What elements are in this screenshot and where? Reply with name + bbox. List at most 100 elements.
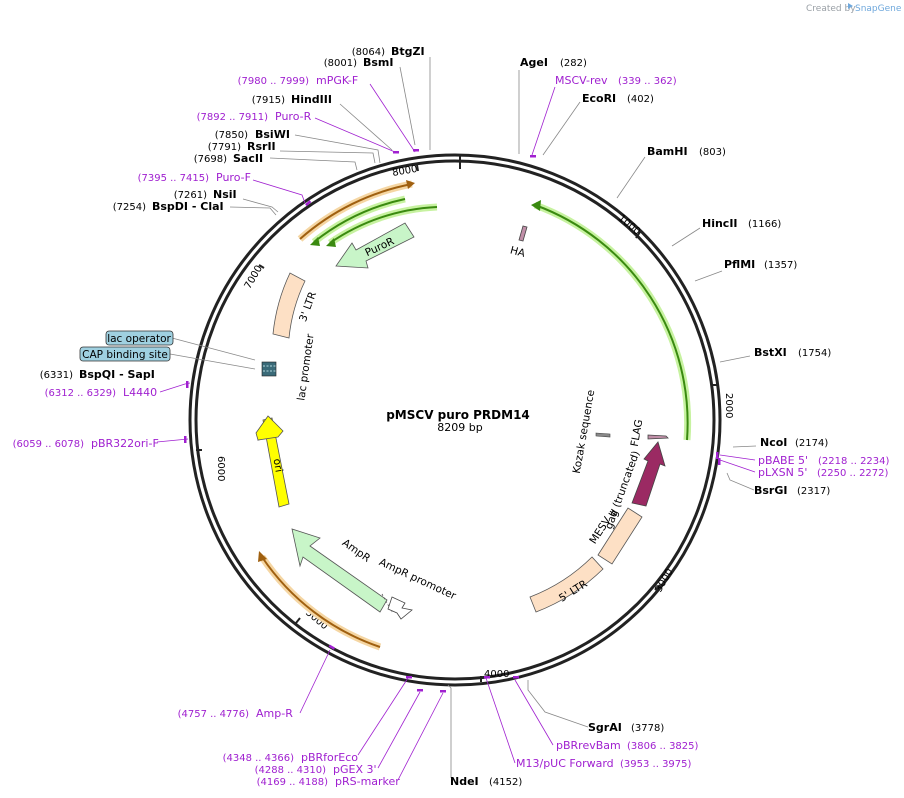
primer-name-m13-puc-forward: M13/pUC Forward [516,757,614,770]
site-pos-ncoi: (2174) [795,438,828,449]
primer-name-mscv-rev: MSCV-rev [555,74,608,87]
tick-label-2000: 2000 [723,393,734,418]
primer-pos-l4440: (6312 .. 6329) [45,388,117,399]
site-name-bspqi-sapi: BspQI - SapI [79,368,155,381]
site-pos-bsrgi: (2317) [797,486,830,497]
primer-labels-left: (7980 .. 7999) mPGK-F (7892 .. 7911) Pur… [13,74,401,788]
tick-1000 [635,231,641,239]
site-name-ecori: EcoRI [582,92,616,105]
tick-5000 [295,617,301,624]
primer-pos-m13-puc-forward: (3953 .. 3975) [620,759,692,770]
map-length: 8209 bp [437,421,482,434]
primer-name-pbr322ori-f: pBR322ori-F [91,437,159,450]
site-name-hindiii: HindIII [291,93,332,106]
primer-pos-plxsn5: (2250 .. 2272) [817,468,889,479]
feature-label-kozak: Kozak sequence [571,389,598,475]
primer-pos-puro-r: (7892 .. 7911) [197,112,269,123]
site-pos-bspqi: (6331) [40,370,73,381]
site-pos-btgzi: (8064) [352,47,385,58]
primer-name-pbrforeco: pBRforEco [301,751,358,764]
snapgene-logo-icon [848,3,853,9]
primer-pos-puro-f: (7395 .. 7415) [138,173,210,184]
primer-name-amp-r: Amp-R [256,707,293,720]
feature-label-3ltr: 3' LTR [297,290,319,323]
site-name-bamhi: BamHI [647,145,688,158]
feature-mesv [597,507,643,565]
site-pos-bspdi: (7254) [113,202,146,213]
site-name-sacii: SacII [233,152,263,165]
site-name-nsii: NsiI [213,188,237,201]
orf-right [534,204,689,441]
feature-ampr-promoter [387,596,413,620]
primer-name-prs-marker: pRS-marker [335,775,400,788]
backbone [188,153,722,687]
orf-puro-green-2 [329,206,438,244]
box-label-lac-operator: lac operator [107,333,171,345]
box-label-cap-binding-site: CAP binding site [82,349,168,361]
credit-brand: SnapGene [855,4,902,14]
site-name-ncoi: NcoI [760,436,787,449]
orf-puro-green-1 [313,198,406,243]
primer-name-pgex3: pGEX 3' [333,763,377,776]
site-labels-left: (8064) BtgZI (8001) BsmI (7915) HindIII … [40,45,425,381]
primer-name-pbrrevbam: pBRrevBam [556,739,621,752]
site-pos-rsrii: (7791) [208,142,241,153]
site-pos-bsiwi: (7850) [215,130,248,141]
feature-kozak [595,432,611,438]
site-name-rsrii: RsrII [247,140,276,153]
primer-pos-pbrforeco: (4348 .. 4366) [223,753,295,764]
site-pos-agei: (282) [560,58,587,69]
primer-name-l4440: L4440 [123,386,157,399]
site-name-hincii: HincII [702,217,738,230]
tick-3000 [654,584,661,591]
feature-5ltr [529,556,604,613]
site-leaders [169,57,757,778]
primer-pos-mscv-rev: (339 .. 362) [618,76,677,87]
site-pos-bsmi: (8001) [324,58,357,69]
primer-name-plxsn5: pLXSN 5' [758,466,807,479]
primer-name-pbabe5: pBABE 5' [758,454,808,467]
primer-name-mpgk-f: mPGK-F [316,74,358,87]
primer-pos-amp-r: (4757 .. 4776) [178,709,250,720]
site-name-bsrgi: BsrGI [754,484,787,497]
tick-label-1000: 1000 [616,213,643,238]
tick-label-8000: 8000 [391,164,418,179]
orf-right-arrowhead [531,200,541,211]
tick-7000 [258,264,265,269]
primer-name-puro-r: Puro-R [275,110,312,123]
site-pos-hindiii: (7915) [252,95,285,106]
site-name-bsiwi: BsiWI [255,128,290,141]
feature-flag [647,434,669,440]
feature-gag [631,441,666,507]
orf-amp-outer [261,556,381,648]
primer-labels-right: MSCV-rev (339 .. 362) pBABE 5' (2218 .. … [516,74,890,770]
site-name-btgzi: BtgZI [391,45,425,58]
orf-puro-outer [299,183,413,240]
tick-8000 [416,164,419,172]
boxed-feature-cap-binding-site: CAP binding site [79,346,171,362]
orf-arcs [258,180,692,651]
primer-pos-pbrrevbam: (3806 .. 3825) [627,741,699,752]
primer-pos-pbr322ori-f: (6059 .. 6078) [13,439,85,450]
feature-3ltr [272,272,306,339]
site-name-bstxi: BstXI [754,346,787,359]
site-pos-sgrai: (3778) [631,723,664,734]
site-pos-bstxi: (1754) [798,348,831,359]
site-name-agei: AgeI [520,56,548,69]
primer-pos-mpgk-f: (7980 .. 7999) [238,76,310,87]
feature-lac-promoter [261,361,277,377]
site-name-pflmi: PflMI [724,258,755,271]
site-pos-ecori: (402) [627,94,654,105]
map-title: pMSCV puro PRDM14 [386,408,530,422]
tick-label-4000: 4000 [484,669,509,680]
feature-ampr [291,528,388,613]
feature-puror [335,222,415,269]
feature-label-flag: FLAG [629,419,646,448]
primer-name-puro-f: Puro-F [216,171,251,184]
site-name-bsmi: BsmI [363,56,394,69]
site-labels-right: AgeI (282) EcoRI (402) BamHI (803) HincI… [450,56,831,788]
site-pos-pflmi: (1357) [764,260,797,271]
primer-pos-pgex3: (4288 .. 4310) [255,765,327,776]
site-pos-bamhi: (803) [699,147,726,158]
